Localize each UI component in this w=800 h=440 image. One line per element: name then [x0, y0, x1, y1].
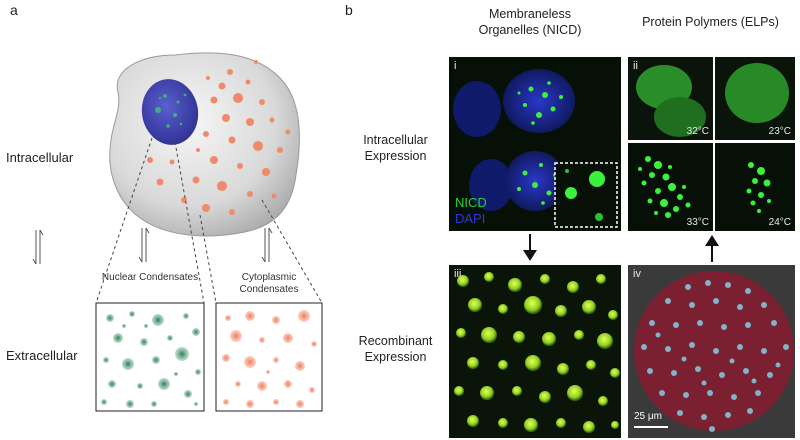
- recombinant-nicd-droplets: [454, 272, 620, 433]
- subpanel-iii-image: iii: [449, 265, 621, 438]
- legend-dapi: DAPI: [455, 211, 486, 226]
- nucleus-droplets: [155, 93, 187, 128]
- cell-diagram: [32, 52, 323, 412]
- col-header-polymers: Protein Polymers (ELPs): [642, 15, 779, 29]
- col-header-membraneless: Membraneless Organelles (NICD): [478, 7, 582, 37]
- temp-23c: 23°C: [768, 126, 791, 137]
- cytoplasmic-droplets: [147, 60, 291, 215]
- projection-lines: [95, 137, 323, 304]
- row-label-intracellular: Intracellular: [6, 150, 74, 165]
- subpanel-iv-label: iv: [633, 268, 641, 280]
- row-label-extracellular: Extracellular: [6, 348, 78, 363]
- panel-b-letter: b: [345, 2, 353, 18]
- elp-droplets-microscopy: [634, 271, 794, 432]
- scale-bar-label: 25 μm: [634, 411, 662, 422]
- panel-a-letter: a: [10, 2, 18, 18]
- row-label-recombinant-expression: Recombinant Expression: [358, 334, 433, 364]
- subpanel-i-image: i NICD DAPI: [449, 57, 621, 231]
- subpanel-ii-33c: 33°C: [628, 143, 713, 231]
- nicd-cells-microscopy: [453, 69, 618, 228]
- cytoplasmic-inset-title: Cytoplasmic Condensates: [239, 272, 299, 295]
- subpanel-ii-23c: 23°C: [715, 57, 795, 140]
- arrow-up: [705, 235, 719, 262]
- cytoplasmic-inset-droplets: [222, 310, 317, 408]
- subpanel-ii-label: ii: [633, 60, 638, 72]
- nuclear-inset-title: Nuclear Condensates: [101, 272, 199, 283]
- temp-24c: 24°C: [768, 217, 791, 228]
- legend-nicd: NICD: [455, 195, 487, 210]
- subpanel-i-label: i: [454, 60, 457, 72]
- nuclear-inset-droplets: [101, 311, 201, 408]
- temp-33c: 33°C: [686, 217, 709, 228]
- row-label-intracellular-expression: Intracellular Expression: [363, 133, 428, 163]
- nicd-zoom-inset: [554, 162, 618, 228]
- equilibrium-arrows: [32, 227, 273, 265]
- subpanel-ii-24c: 24°C: [715, 143, 795, 231]
- subpanel-iv-image: iv 25 μm: [628, 265, 795, 438]
- arrow-down: [523, 234, 537, 261]
- temp-32c: 32°C: [686, 126, 709, 137]
- subpanel-ii-32c: ii 32°C: [628, 57, 713, 140]
- subpanel-iii-label: iii: [454, 268, 462, 280]
